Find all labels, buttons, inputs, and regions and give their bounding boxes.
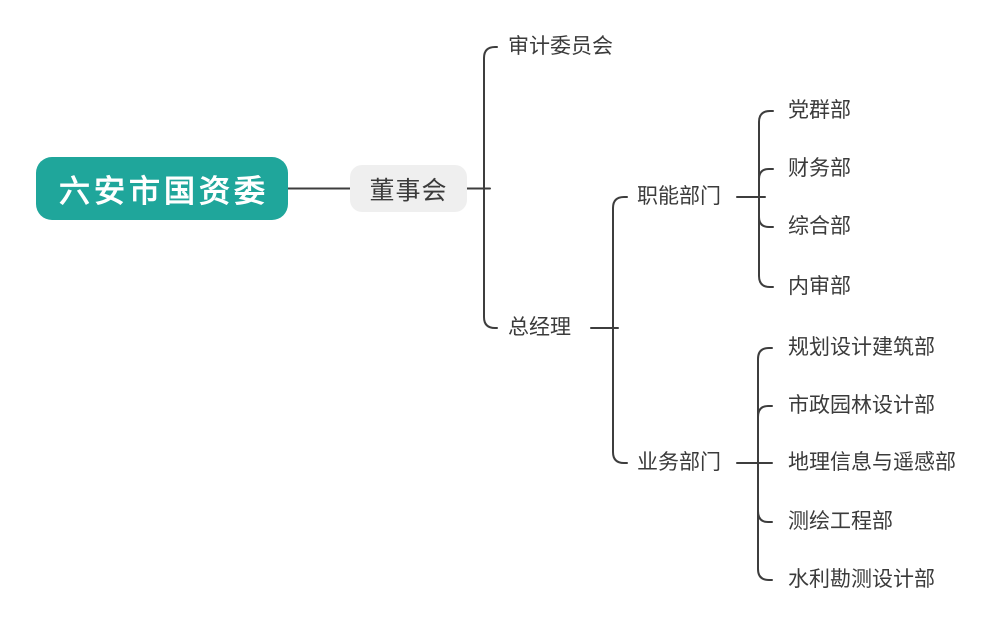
business-departments-node[interactable]: 业务部门	[637, 450, 721, 474]
bracket-functional-children	[758, 110, 774, 288]
stub-municipal	[757, 405, 773, 418]
dept-party-masses[interactable]: 党群部	[788, 98, 851, 122]
bracket-board-children	[483, 46, 498, 329]
stub-finance	[758, 168, 774, 180]
dept-water-survey-design[interactable]: 水利勘测设计部	[788, 567, 935, 591]
stub-general	[758, 216, 774, 228]
functional-departments-node[interactable]: 职能部门	[637, 184, 721, 208]
bracket-gm-children	[612, 196, 628, 464]
dept-internal-audit[interactable]: 内审部	[788, 274, 851, 298]
root-node[interactable]: 六安市国资委	[36, 157, 288, 220]
dept-surveying-engineering[interactable]: 测绘工程部	[788, 509, 893, 533]
dept-general-affairs[interactable]: 综合部	[788, 214, 851, 238]
audit-committee-node[interactable]: 审计委员会	[508, 34, 613, 58]
dept-finance[interactable]: 财务部	[788, 156, 851, 180]
dept-geo-info-remote-sensing[interactable]: 地理信息与遥感部	[788, 450, 956, 474]
general-manager-node[interactable]: 总经理	[508, 315, 571, 339]
dept-planning-design-architecture[interactable]: 规划设计建筑部	[788, 335, 935, 359]
dept-municipal-landscape-design[interactable]: 市政园林设计部	[788, 393, 935, 417]
stub-surveying	[757, 510, 773, 523]
board-node[interactable]: 董事会	[350, 165, 467, 212]
bracket-business-children	[757, 347, 773, 581]
